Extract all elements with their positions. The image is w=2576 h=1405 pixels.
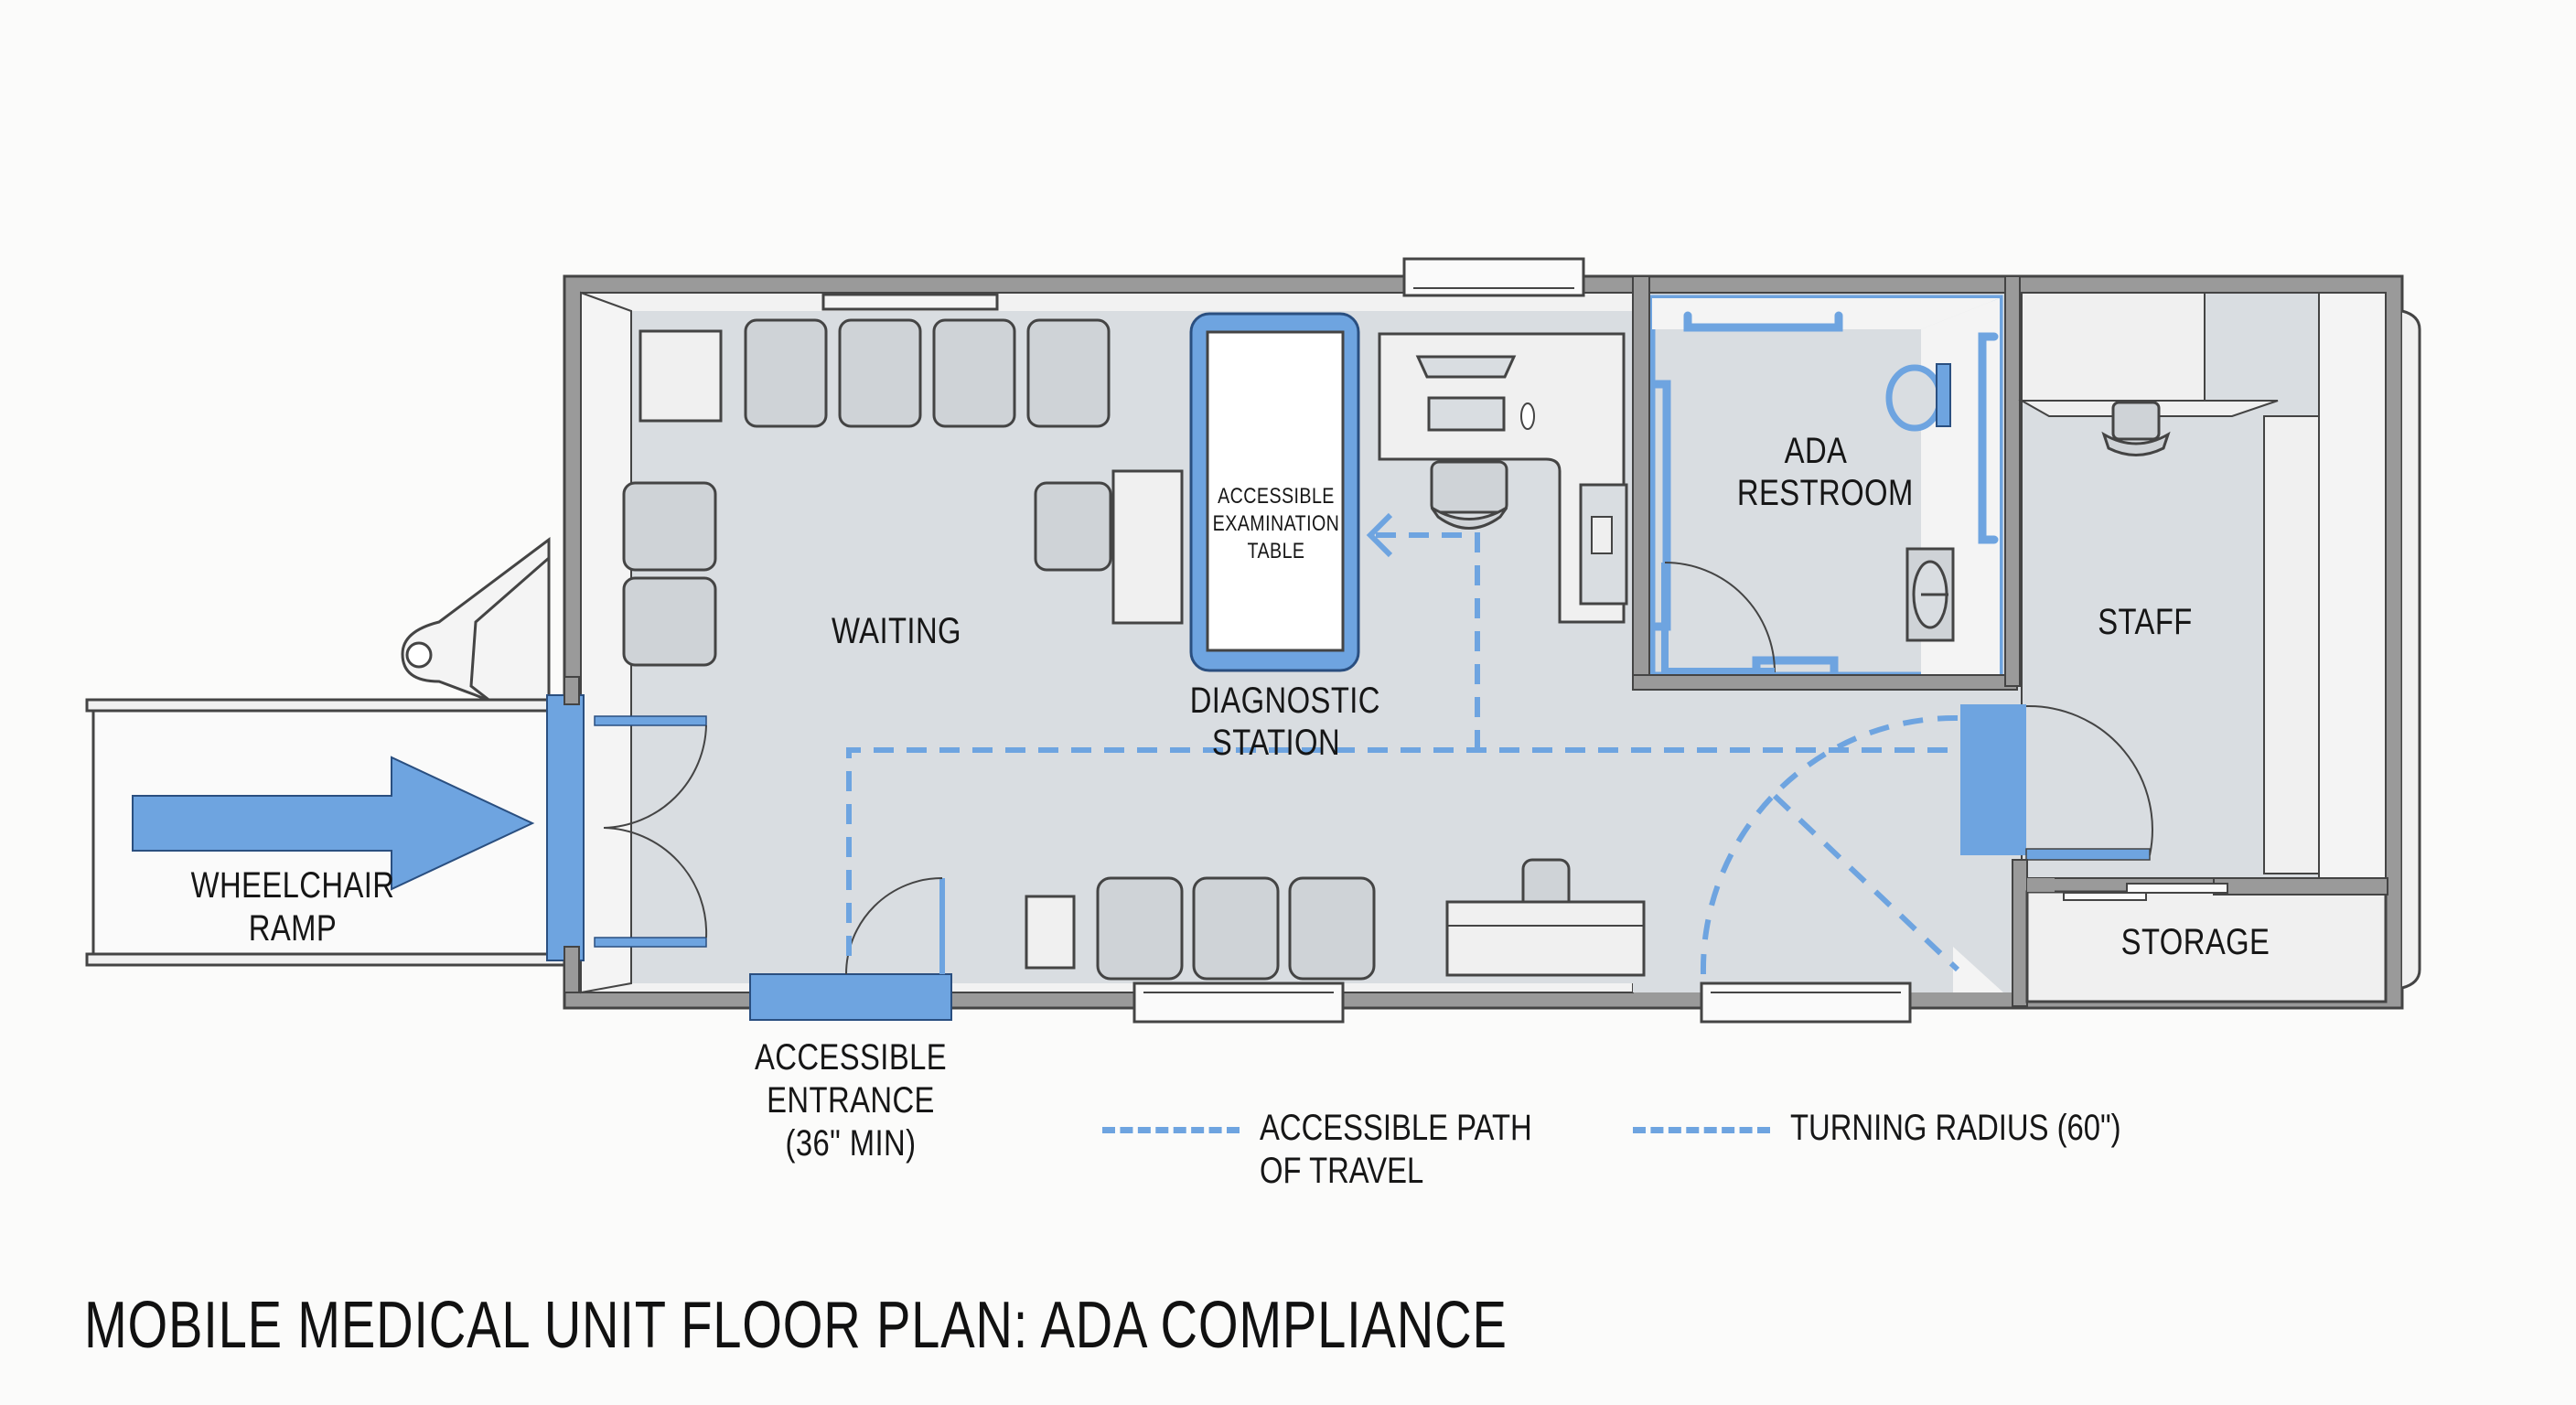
storage-room — [2025, 877, 2388, 1003]
accessible-examination-table — [1189, 312, 1360, 672]
legend-accessible-path-line2: OF TRAVEL — [1260, 1151, 1424, 1192]
restroom-label-line1: ADA — [1784, 431, 1848, 471]
room-label-ada-restroom: ADA RESTROOM — [1736, 430, 1914, 514]
legend-item-accessible-path: ACCESSIBLE PATH OF TRAVEL — [1102, 1107, 1592, 1193]
exam-table-label-line1: ACCESSIBLE — [1218, 484, 1335, 509]
window-bottom-left — [1132, 981, 1345, 1024]
legend-accessible-path-line1: ACCESSIBLE PATH — [1260, 1108, 1532, 1148]
dashed-line-icon — [1102, 1127, 1240, 1133]
office-chair-workstation — [1430, 460, 1508, 530]
waiting-chairs-left-wall — [622, 481, 717, 667]
diagnostic-desk — [1111, 469, 1184, 625]
sink-icon — [1905, 547, 1955, 642]
page-title: MOBILE MEDICAL UNIT FLOOR PLAN: ADA COMP… — [84, 1289, 1508, 1362]
restroom-label-line2: RESTROOM — [1736, 473, 1914, 513]
room-label-waiting: WAITING — [832, 611, 961, 651]
ramp-label-line1: WHEELCHAIR — [190, 865, 395, 906]
staff-room — [1960, 292, 2387, 879]
exam-table-label: ACCESSIBLE EXAMINATION TABLE — [1197, 483, 1355, 565]
entrance-label-line3: (36" MIN) — [785, 1123, 917, 1164]
dashed-line-icon — [1633, 1127, 1770, 1133]
turning-radius — [1700, 714, 1960, 975]
waiting-chairs-top-row — [744, 318, 1111, 428]
workstation-desk — [1378, 332, 1628, 624]
room-label-diagnostic-station: DIAGNOSTIC STATION — [1189, 680, 1380, 764]
room-label-storage: STORAGE — [2120, 922, 2270, 962]
exam-table-label-line2: EXAMINATION — [1212, 511, 1340, 536]
legend-item-turning-radius: TURNING RADIUS (60") — [1633, 1107, 2194, 1150]
ramp-label-line2: RAMP — [248, 908, 338, 949]
accessible-entrance-label: ACCESSIBLE ENTRANCE (36" MIN) — [746, 1036, 956, 1166]
legend-label-turning-radius: TURNING RADIUS (60") — [1790, 1108, 2121, 1148]
ada-restroom — [1646, 292, 2006, 681]
diagnostic-label-line1: DIAGNOSTIC — [1189, 681, 1380, 721]
reception-desk — [1445, 858, 1646, 977]
path-arrowhead-icon — [1366, 512, 1393, 558]
entrance-label-line1: ACCESSIBLE — [754, 1037, 948, 1078]
office-chair-staff — [2101, 401, 2171, 456]
toilet-icon — [1885, 363, 1951, 432]
side-table-bottom — [1025, 895, 1076, 970]
trailer-hitch — [401, 537, 551, 720]
main-double-door — [546, 676, 708, 993]
staff-door-swing — [1960, 704, 2153, 861]
exam-table-label-line3: TABLE — [1247, 539, 1305, 563]
accessible-path-of-travel — [846, 532, 1958, 956]
window-top — [1402, 257, 1585, 297]
wheelchair-ramp — [85, 698, 566, 967]
entrance-label-line2: ENTRANCE — [767, 1080, 935, 1121]
diagnostic-chair — [1034, 481, 1112, 572]
side-table — [639, 329, 723, 423]
legend-label-accessible-path: ACCESSIBLE PATH OF TRAVEL — [1260, 1107, 1532, 1193]
ramp-arrow-icon — [132, 756, 535, 891]
wheelchair-ramp-label: WHEELCHAIR RAMP — [184, 864, 402, 950]
room-label-staff: STAFF — [2098, 602, 2193, 642]
window-bottom-right — [1700, 981, 1912, 1024]
diagnostic-label-line2: STATION — [1211, 723, 1341, 763]
waiting-chairs-bottom-row — [1096, 876, 1376, 981]
ceiling-vent — [821, 293, 999, 311]
